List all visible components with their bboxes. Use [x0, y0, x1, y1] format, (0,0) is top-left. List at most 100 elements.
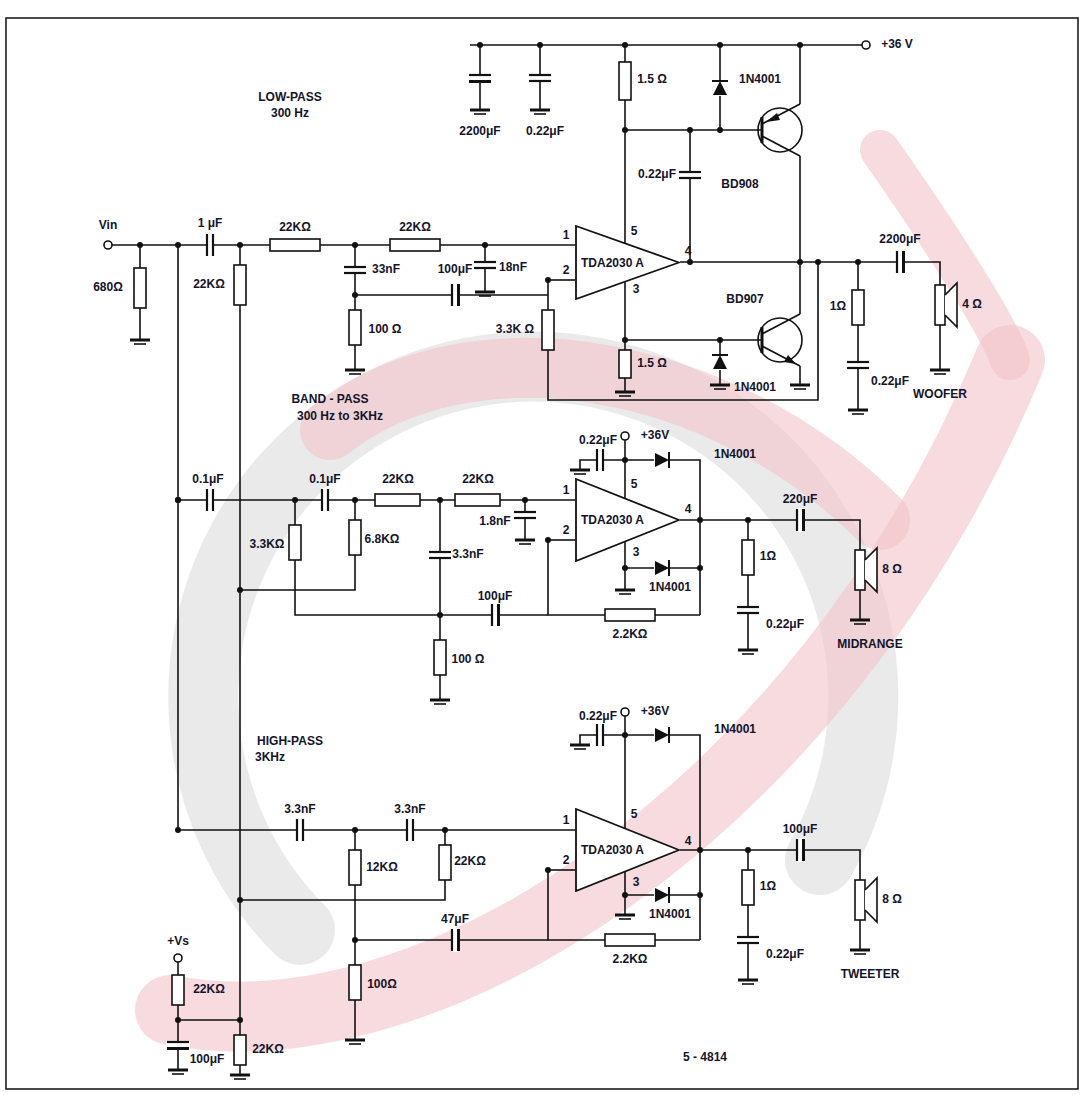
component-label: 22KΩ: [462, 473, 494, 486]
component-label: 3: [633, 546, 640, 559]
junction-dot: [622, 127, 628, 133]
ground-symbol: [515, 540, 535, 544]
junction-dot: [175, 242, 181, 248]
component-label: 22KΩ: [279, 221, 311, 234]
component-label: 6.8KΩ: [365, 533, 400, 546]
chip-name: TDA2030 A: [575, 808, 680, 892]
component-label: 12KΩ: [366, 861, 398, 874]
ground-symbol: [230, 1075, 250, 1079]
logo-arc: [170, 360, 1010, 1017]
capacitor-symbol: [322, 488, 328, 512]
component-label: +36V: [641, 705, 669, 718]
component-label: 22KΩ: [252, 1043, 284, 1056]
component-label: 100μF: [190, 1053, 225, 1066]
ground-symbol: [850, 950, 870, 954]
ground-symbol: [848, 410, 868, 414]
component-label: 33nF: [372, 263, 400, 276]
resistor-symbol: [270, 239, 320, 251]
wire: [178, 829, 575, 831]
junction-dot: [442, 827, 448, 833]
wire: [524, 500, 526, 540]
ground-symbol: [470, 110, 490, 114]
terminal: [862, 41, 870, 49]
capacitor-symbol: [513, 512, 537, 518]
junction-dot: [237, 897, 243, 903]
capacitor-symbol: [473, 262, 497, 268]
junction-dot: [237, 1017, 243, 1023]
component-label: 300 Hz: [271, 107, 309, 120]
junction-dot: [537, 42, 543, 48]
junction-dot: [237, 242, 243, 248]
junction-dot: [437, 497, 443, 503]
resistor-symbol: [234, 265, 246, 305]
wire: [295, 500, 440, 615]
resistor-symbol: [390, 239, 440, 251]
component-label: 1 μF: [198, 217, 223, 230]
component-label: 100 Ω: [452, 653, 485, 666]
capacitor-symbol: [897, 250, 905, 274]
speaker-symbol: [855, 548, 877, 592]
frame: [6, 18, 1078, 1089]
junction-dot: [352, 242, 358, 248]
junction-dot: [797, 42, 803, 48]
component-label: 220μF: [783, 493, 818, 506]
junction-dot: [545, 277, 551, 283]
wire: [624, 440, 626, 498]
component-label: 2200μF: [879, 233, 920, 246]
component-label: TWEETER: [841, 968, 900, 981]
component-label: 1N4001: [739, 73, 781, 86]
logo-watermark: [170, 150, 1010, 1017]
resistor-symbol: [619, 62, 631, 100]
component-label: 100μF: [783, 823, 818, 836]
component-label: 1N4001: [714, 723, 756, 736]
junction-dot: [352, 937, 358, 943]
component-label: 1N4001: [714, 448, 756, 461]
component-label: 300 Hz to 3KHz: [297, 410, 383, 423]
junction-dot: [697, 892, 703, 898]
component-label: 2: [563, 524, 570, 537]
capacitor-symbol: [166, 1042, 190, 1050]
component-label: BD908: [721, 178, 758, 191]
ground-symbol: [850, 620, 870, 624]
component-label: 1Ω: [760, 550, 776, 563]
resistor-symbol: [375, 494, 420, 506]
component-label: 1N4001: [649, 581, 691, 594]
junction-dot: [175, 497, 181, 503]
resistor-symbol: [852, 290, 864, 325]
component-label: 3.3nF: [394, 803, 425, 816]
component-label: 1N4001: [649, 908, 691, 921]
wire: [680, 520, 860, 550]
wire: [178, 1019, 240, 1021]
wire: [799, 366, 801, 385]
component-label: 3: [633, 283, 640, 296]
component-label: 0.22μF: [871, 375, 909, 388]
resistor-symbol: [134, 268, 146, 308]
capacitor-symbol: [343, 267, 367, 273]
component-label: BD907: [726, 293, 763, 306]
junction-dot: [622, 457, 628, 463]
component-label: 3.3nF: [452, 548, 483, 561]
diode-symbol: [654, 887, 670, 903]
ground-symbol: [345, 1040, 365, 1044]
speaker-symbol: [935, 283, 957, 327]
component-label: 3KHz: [255, 751, 285, 764]
ground-symbol: [345, 370, 365, 374]
capacitor-symbol: [428, 552, 452, 558]
wire: [799, 45, 801, 104]
junction-dot: [687, 259, 693, 265]
diode-symbol: [712, 80, 728, 96]
component-label: +36V: [641, 429, 669, 442]
junction-dot: [175, 827, 181, 833]
wire: [548, 540, 700, 615]
wire: [857, 262, 859, 410]
junction-dot: [697, 565, 703, 571]
capacitor-symbol: [452, 283, 460, 307]
terminal: [621, 432, 629, 440]
ground-symbol: [615, 915, 635, 919]
ground-symbol: [570, 745, 590, 749]
component-label: 22KΩ: [193, 983, 225, 996]
component-label: WOOFER: [913, 388, 967, 401]
junction-dot: [237, 587, 243, 593]
capacitor-symbol: [597, 723, 603, 747]
wire: [112, 244, 575, 246]
